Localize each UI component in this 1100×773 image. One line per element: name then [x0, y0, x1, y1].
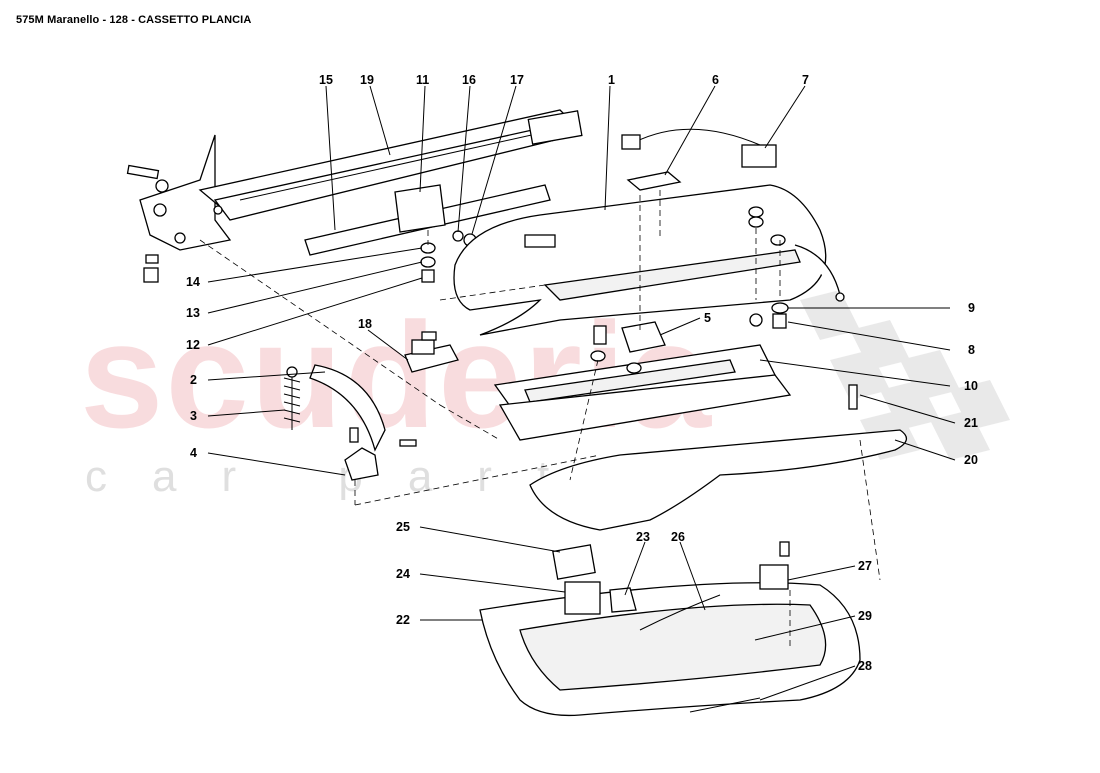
nut-9 — [749, 313, 763, 327]
tray-part-20 — [529, 429, 907, 531]
washer-5b — [626, 362, 642, 374]
screw-8 — [772, 313, 787, 329]
callout-3: 3 — [190, 409, 197, 423]
screw-4b — [399, 439, 417, 447]
cable-part-7 — [634, 128, 761, 146]
connector-part-7b — [741, 144, 777, 168]
callout-6: 6 — [712, 73, 719, 87]
screw-12 — [421, 269, 435, 283]
washer-9b — [748, 216, 764, 228]
screw-4a — [349, 427, 359, 443]
callout-26: 26 — [671, 530, 685, 544]
callout-2: 2 — [190, 373, 197, 387]
callout-8: 8 — [968, 343, 975, 357]
hinge-part-27 — [759, 564, 789, 590]
callout-15: 15 — [319, 73, 333, 87]
rod-part-26 — [639, 594, 721, 631]
callout-9: 9 — [968, 301, 975, 315]
guide-part-2 — [309, 364, 386, 452]
callout-28: 28 — [858, 659, 872, 673]
callout-24: 24 — [396, 567, 410, 581]
callout-23: 23 — [636, 530, 650, 544]
callout-1: 1 — [608, 73, 615, 87]
callout-18: 18 — [358, 317, 372, 331]
washer-5 — [590, 350, 606, 362]
washer-13 — [420, 256, 436, 268]
lever-part-23 — [609, 587, 637, 613]
callout-21: 21 — [964, 416, 978, 430]
callout-4: 4 — [190, 446, 197, 460]
lock-part-24 — [564, 581, 601, 615]
rail-bracket-assembly — [126, 109, 583, 283]
callout-11: 11 — [416, 73, 429, 87]
part-6-plate — [626, 171, 682, 191]
assembly-guides — [199, 190, 881, 650]
part-11-bracket — [394, 184, 446, 233]
callout-20: 20 — [964, 453, 978, 467]
callout-14: 14 — [186, 275, 200, 289]
spring-part-3 — [283, 366, 301, 430]
callout-10: 10 — [964, 379, 978, 393]
callout-17: 17 — [510, 73, 524, 87]
frame-part-25 — [552, 544, 596, 580]
latch-part-18 — [404, 331, 459, 373]
page-title: 575M Maranello - 128 - CASSETTO PLANCIA — [16, 14, 252, 26]
nut-16 — [452, 230, 464, 242]
clip-part-5 — [621, 321, 666, 353]
callout-16: 16 — [462, 73, 476, 87]
watermark-checker — [800, 290, 1010, 460]
lid-part-22 — [479, 582, 861, 717]
callout-27: 27 — [858, 559, 872, 573]
strip-part-28 — [689, 697, 761, 713]
callout-5: 5 — [704, 311, 711, 325]
leader-lines — [207, 85, 956, 701]
callout-19: 19 — [360, 73, 374, 87]
callout-22: 22 — [396, 613, 410, 627]
bracket-part-4 — [344, 447, 379, 481]
washer-9c — [771, 302, 789, 314]
screw-27 — [779, 541, 790, 557]
screw-5 — [593, 325, 607, 345]
screw-21 — [848, 384, 858, 410]
callout-25: 25 — [396, 520, 410, 534]
frame-part-10 — [493, 344, 792, 441]
callout-13: 13 — [186, 306, 200, 320]
callout-7: 7 — [802, 73, 809, 87]
callout-labels: 15 19 11 16 17 1 6 7 14 13 12 18 2 3 4 5… — [186, 73, 978, 673]
connector-part-7a — [621, 134, 641, 150]
callout-12: 12 — [186, 338, 200, 352]
callout-29: 29 — [858, 609, 872, 623]
washer-9a — [748, 206, 764, 218]
